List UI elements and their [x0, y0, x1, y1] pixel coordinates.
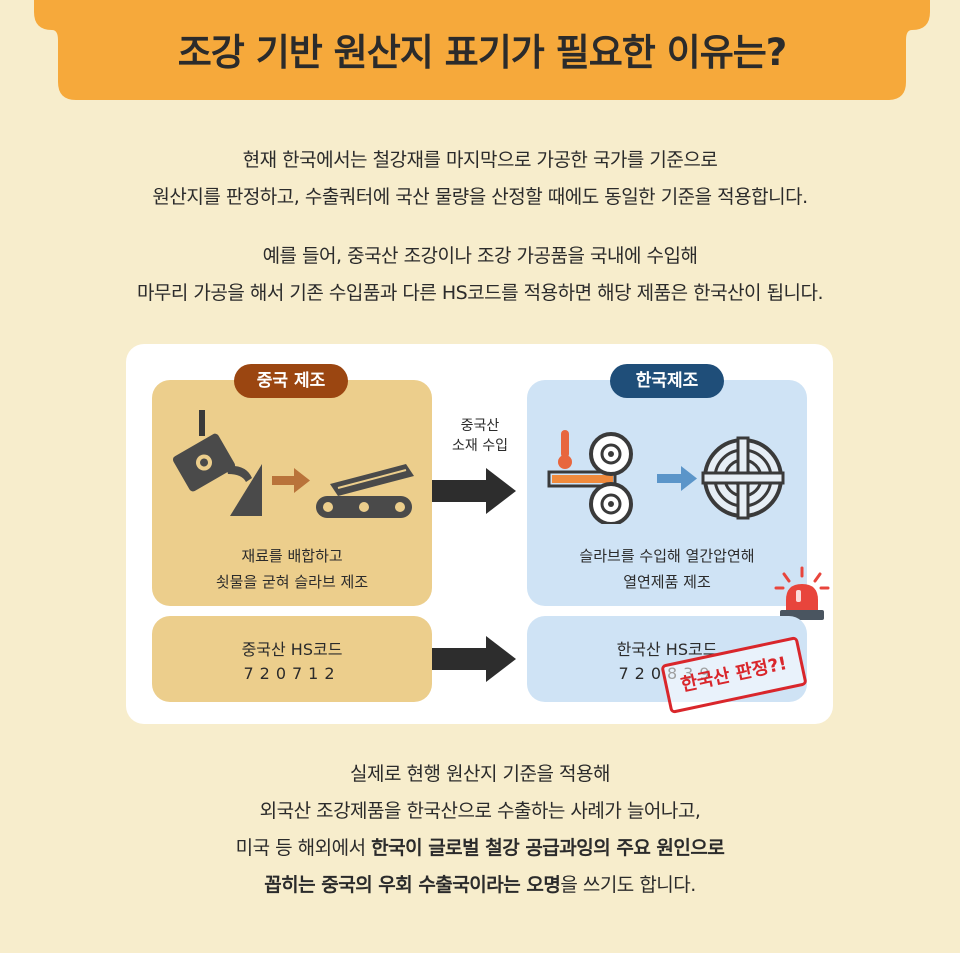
ladle-and-slab-icon — [172, 410, 414, 518]
caption-line: 슬라브를 수입해 열간압연해 — [579, 547, 755, 565]
import-label-line: 중국산 — [460, 418, 500, 434]
hot-rolling-icon — [547, 430, 785, 524]
outro-plain-text: 을 쓰기도 합니다. — [560, 874, 696, 896]
china-tag: 중국 제조 — [234, 364, 348, 398]
outro-line: 미국 등 해외에서 한국이 글로벌 철강 공급과잉의 주요 원인으로 — [0, 830, 960, 867]
hs-change-arrow-icon — [432, 636, 516, 682]
korea-caption: 슬라브를 수입해 열간압연해 열연제품 제조 — [527, 543, 807, 595]
import-label: 중국산 소재 수입 — [440, 416, 520, 456]
siren-icon — [774, 566, 830, 620]
banner-shape — [34, 0, 930, 100]
outro-paragraph: 실제로 현행 원산지 기준을 적용해 외국산 조강제품을 한국산으로 수출하는 … — [0, 756, 960, 904]
intro-line: 현재 한국에서는 철강재를 마지막으로 가공한 국가를 기준으로 — [242, 149, 718, 171]
import-arrow-icon — [432, 468, 516, 514]
china-caption: 재료를 배합하고 쇳물을 굳혀 슬라브 제조 — [152, 543, 432, 595]
intro-paragraph-2: 예를 들어, 중국산 조강이나 조강 가공품을 국내에 수입해 마무리 가공을 … — [0, 238, 960, 312]
china-production-box: 재료를 배합하고 쇳물을 굳혀 슬라브 제조 — [152, 380, 432, 606]
outro-line: 외국산 조강제품을 한국산으로 수출하는 사례가 늘어나고, — [259, 800, 701, 822]
outro-bold-text: 한국이 글로벌 철강 공급과잉의 주요 원인으로 — [371, 837, 725, 859]
china-hs-label: 중국산 HS코드 — [241, 640, 343, 659]
china-hs-box: 중국산 HS코드 720712 — [152, 616, 432, 702]
caption-line: 쇳물을 굳혀 슬라브 제조 — [215, 573, 369, 591]
intro-paragraph-1: 현재 한국에서는 철강재를 마지막으로 가공한 국가를 기준으로 원산지를 판정… — [0, 142, 960, 216]
intro-line: 원산지를 판정하고, 수출쿼터에 국산 물량을 산정할 때에도 동일한 기준을 … — [152, 186, 808, 208]
outro-bold-text: 꼽히는 중국의 우회 수출국이라는 오명 — [264, 874, 561, 896]
title-banner: 조강 기반 원산지 표기가 필요한 이유는? — [34, 0, 930, 100]
outro-plain-text: 미국 등 해외에서 — [235, 837, 372, 859]
china-hs-code: 720712 — [243, 664, 341, 683]
korea-tag: 한국제조 — [610, 364, 724, 398]
page-title: 조강 기반 원산지 표기가 필요한 이유는? — [177, 31, 788, 74]
outro-line: 실제로 현행 원산지 기준을 적용해 — [350, 763, 610, 785]
korea-hs-label: 한국산 HS코드 — [616, 640, 718, 659]
caption-line: 재료를 배합하고 — [241, 547, 343, 565]
outro-line: 꼽히는 중국의 우회 수출국이라는 오명을 쓰기도 합니다. — [0, 867, 960, 904]
import-label-line: 소재 수입 — [452, 438, 508, 454]
intro-line: 예를 들어, 중국산 조강이나 조강 가공품을 국내에 수입해 — [262, 245, 698, 267]
intro-line: 마무리 가공을 해서 기존 수입품과 다른 HS코드를 적용하면 해당 제품은 … — [136, 282, 824, 304]
korea-production-box: 슬라브를 수입해 열간압연해 열연제품 제조 — [527, 380, 807, 606]
caption-line: 열연제품 제조 — [623, 573, 711, 591]
